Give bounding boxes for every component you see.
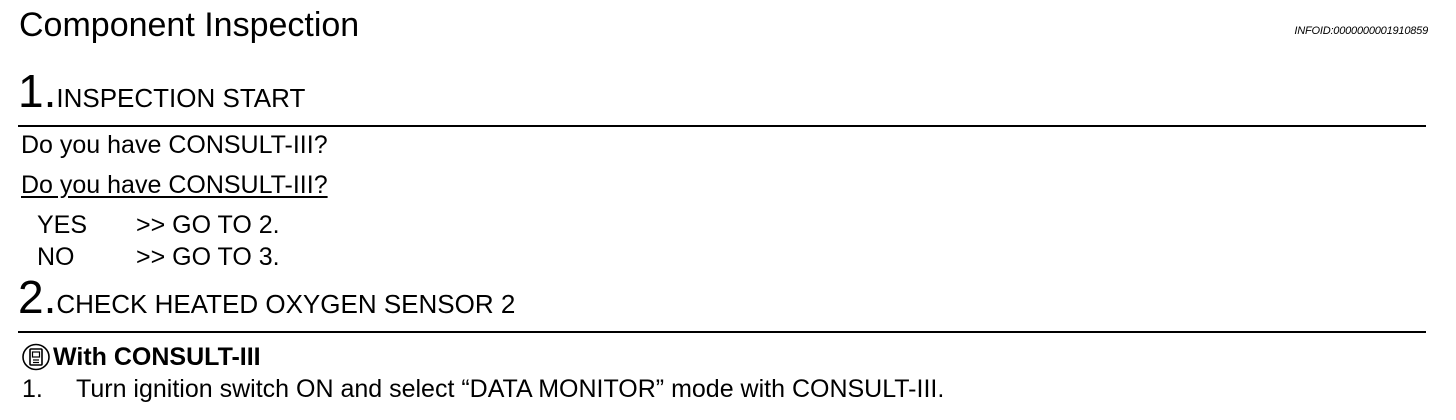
answer-no-label: NO [37,243,75,271]
step-1-question-underlined: Do you have CONSULT-III? [21,171,328,199]
step-1-divider [18,125,1426,127]
consult-tool-icon [22,343,50,371]
list-item-number: 1. [22,375,43,403]
step-1-heading: INSPECTION START [56,83,306,113]
step-1-header: 1.INSPECTION START [18,68,305,114]
answer-yes-label: YES [37,211,88,239]
step-2-header: 2.CHECK HEATED OXYGEN SENSOR 2 [18,274,515,320]
step-1-number: 1. [18,65,57,117]
page-title: Component Inspection [19,6,360,44]
list-item-text: Turn ignition switch ON and select “DATA… [76,375,945,403]
step-2-number: 2. [18,271,57,323]
answer-yes-value: >> GO TO 2. [136,211,280,239]
info-id: INFOID:0000000001910859 [1294,25,1428,37]
step-2-divider [18,331,1426,333]
consult-section: With CONSULT-III [21,343,261,371]
consult-label: With CONSULT-III [53,342,261,371]
step-1-question: Do you have CONSULT-III? [21,131,328,159]
step-2-heading: CHECK HEATED OXYGEN SENSOR 2 [56,289,516,319]
answer-no-value: >> GO TO 3. [136,243,280,271]
